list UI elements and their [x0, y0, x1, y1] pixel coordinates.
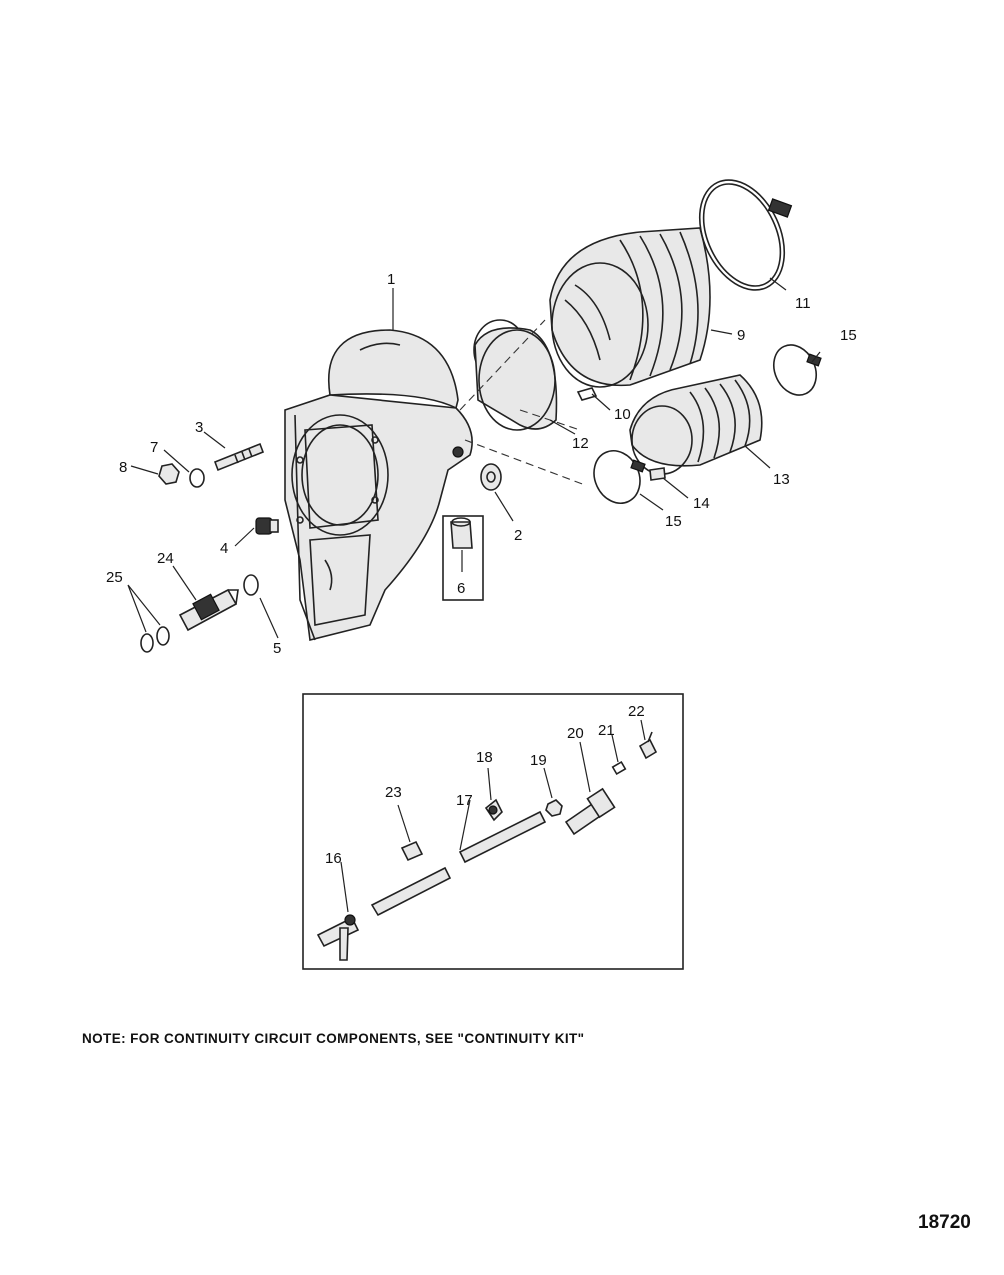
part-7-washer — [189, 468, 205, 488]
part-15-clamp-lower — [593, 450, 646, 504]
callout-4: 4 — [220, 540, 228, 557]
callout-19: 19 — [530, 752, 547, 769]
part-13-small-bellows — [629, 374, 763, 475]
callout-22: 22 — [628, 703, 645, 720]
callout-labels: 1 2 3 4 5 6 7 8 9 10 11 12 13 14 15 15 1… — [106, 271, 857, 867]
leader-lines — [127, 277, 821, 913]
callout-5: 5 — [273, 640, 281, 657]
callout-25: 25 — [106, 569, 123, 586]
part-14-clip — [649, 467, 666, 481]
part-8-nut — [158, 463, 180, 485]
part-15-clamp-upper — [773, 344, 822, 396]
callout-7: 7 — [150, 439, 158, 456]
callout-18: 18 — [476, 749, 493, 766]
part-4-fitting — [255, 517, 279, 535]
callout-23: 23 — [385, 784, 402, 801]
inset-frame — [302, 693, 684, 970]
part-22-fitting — [638, 731, 658, 760]
part-12-ring — [473, 319, 558, 431]
callout-21: 21 — [598, 722, 615, 739]
callout-15-lower: 15 — [665, 513, 682, 530]
part-9-bellows — [549, 227, 711, 388]
reference-number: 18720 — [918, 1212, 971, 1233]
part-1-housing — [284, 329, 473, 641]
callout-13: 13 — [773, 471, 790, 488]
part-6-bushing — [442, 515, 484, 601]
part-21-spring — [611, 760, 627, 776]
callout-8: 8 — [119, 459, 127, 476]
part-25-o-ring-a — [140, 633, 154, 653]
part-24-sensor — [178, 588, 239, 632]
part-23-grommet — [400, 840, 424, 862]
continuity-note: NOTE: FOR CONTINUITY CIRCUIT COMPONENTS,… — [82, 1031, 585, 1046]
callout-17: 17 — [456, 792, 473, 809]
callout-16: 16 — [325, 850, 342, 867]
callout-14: 14 — [693, 495, 710, 512]
callout-6: 6 — [457, 580, 465, 597]
part-10-clip — [576, 387, 598, 401]
callout-2: 2 — [514, 527, 522, 544]
part-18-clamp — [484, 798, 503, 822]
part-5-o-ring — [243, 574, 259, 596]
part-2-washer — [480, 463, 502, 491]
part-3-stud — [213, 442, 265, 472]
part-25-o-ring-b — [156, 626, 170, 646]
callout-24: 24 — [157, 550, 174, 567]
callout-9: 9 — [737, 327, 745, 344]
callout-15-upper: 15 — [840, 327, 857, 344]
callout-10: 10 — [614, 406, 631, 423]
callout-11: 11 — [795, 295, 811, 312]
callout-12: 12 — [572, 435, 589, 452]
part-19-nut — [545, 799, 563, 817]
part-17-tube — [370, 810, 547, 917]
callout-3: 3 — [195, 419, 203, 436]
callout-1: 1 — [387, 271, 395, 288]
part-11-clamp — [698, 179, 793, 291]
part-16-tee-fitting — [316, 914, 360, 961]
part-20-connector — [564, 787, 616, 836]
callout-20: 20 — [567, 725, 584, 742]
